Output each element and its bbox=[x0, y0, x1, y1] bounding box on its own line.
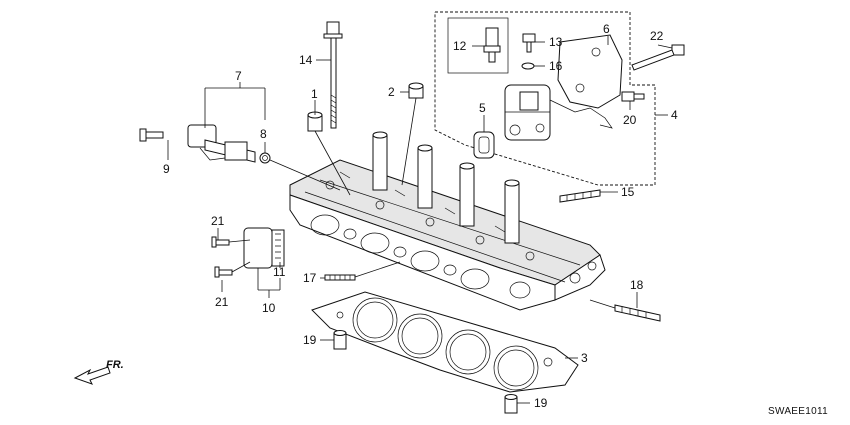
callout-4: 4 bbox=[671, 108, 678, 122]
callout-3: 3 bbox=[581, 351, 588, 365]
dowel-pin-upper bbox=[333, 330, 347, 350]
callout-19-upper: 19 bbox=[303, 333, 317, 347]
bolt-20 bbox=[621, 91, 645, 102]
inset-box-12 bbox=[447, 17, 509, 74]
bolt-13 bbox=[522, 33, 536, 53]
leader-lines bbox=[167, 36, 673, 404]
camshaft-holder-towers bbox=[372, 131, 520, 244]
callout-19-lower: 19 bbox=[534, 396, 548, 410]
stud-bolt-17 bbox=[324, 274, 356, 281]
callout-11: 11 bbox=[273, 265, 286, 279]
pressure-switch-12 bbox=[483, 27, 501, 63]
callout-21-lower: 21 bbox=[215, 295, 229, 309]
callout-13: 13 bbox=[549, 35, 563, 49]
bracket-6 bbox=[549, 34, 623, 129]
cap-plug bbox=[408, 82, 424, 99]
stud-bolt-18 bbox=[614, 304, 661, 322]
front-direction-arrow: FR. bbox=[73, 359, 124, 385]
callout-2: 2 bbox=[388, 85, 395, 99]
callout-12: 12 bbox=[453, 39, 467, 53]
callout-1: 1 bbox=[311, 87, 318, 101]
callout-8: 8 bbox=[260, 127, 267, 141]
callout-5: 5 bbox=[479, 101, 486, 115]
cylinder-head bbox=[289, 159, 606, 311]
oil-pressure-switch-assembly bbox=[211, 227, 285, 278]
callout-15: 15 bbox=[621, 185, 635, 199]
solenoid-valve-body bbox=[504, 84, 551, 141]
callout-16: 16 bbox=[549, 59, 563, 73]
callout-7: 7 bbox=[235, 69, 242, 83]
washer-16 bbox=[521, 62, 535, 70]
callout-14: 14 bbox=[299, 53, 313, 67]
callout-labels: 1 2 3 4 5 6 7 8 9 10 11 12 13 14 15 16 1… bbox=[163, 22, 678, 410]
callout-10: 10 bbox=[262, 301, 276, 315]
dowel-pin-lower bbox=[504, 394, 518, 414]
head-bolt bbox=[323, 21, 343, 129]
callout-20: 20 bbox=[623, 113, 637, 127]
spool-valve-assembly bbox=[139, 124, 271, 164]
assembly-outline-4 bbox=[434, 11, 656, 186]
callout-9: 9 bbox=[163, 162, 170, 176]
gasket-5 bbox=[473, 131, 495, 159]
callout-6: 6 bbox=[603, 22, 610, 36]
drawing-code: SWAEE1011 bbox=[768, 406, 828, 417]
stud-bolt-15 bbox=[559, 189, 601, 203]
head-gasket bbox=[311, 291, 579, 393]
callout-18: 18 bbox=[630, 278, 644, 292]
callout-17: 17 bbox=[303, 271, 317, 285]
bolt-22 bbox=[631, 44, 685, 71]
callout-21-upper: 21 bbox=[211, 214, 225, 228]
callout-22: 22 bbox=[650, 29, 664, 43]
front-arrow-label: FR. bbox=[106, 359, 124, 371]
